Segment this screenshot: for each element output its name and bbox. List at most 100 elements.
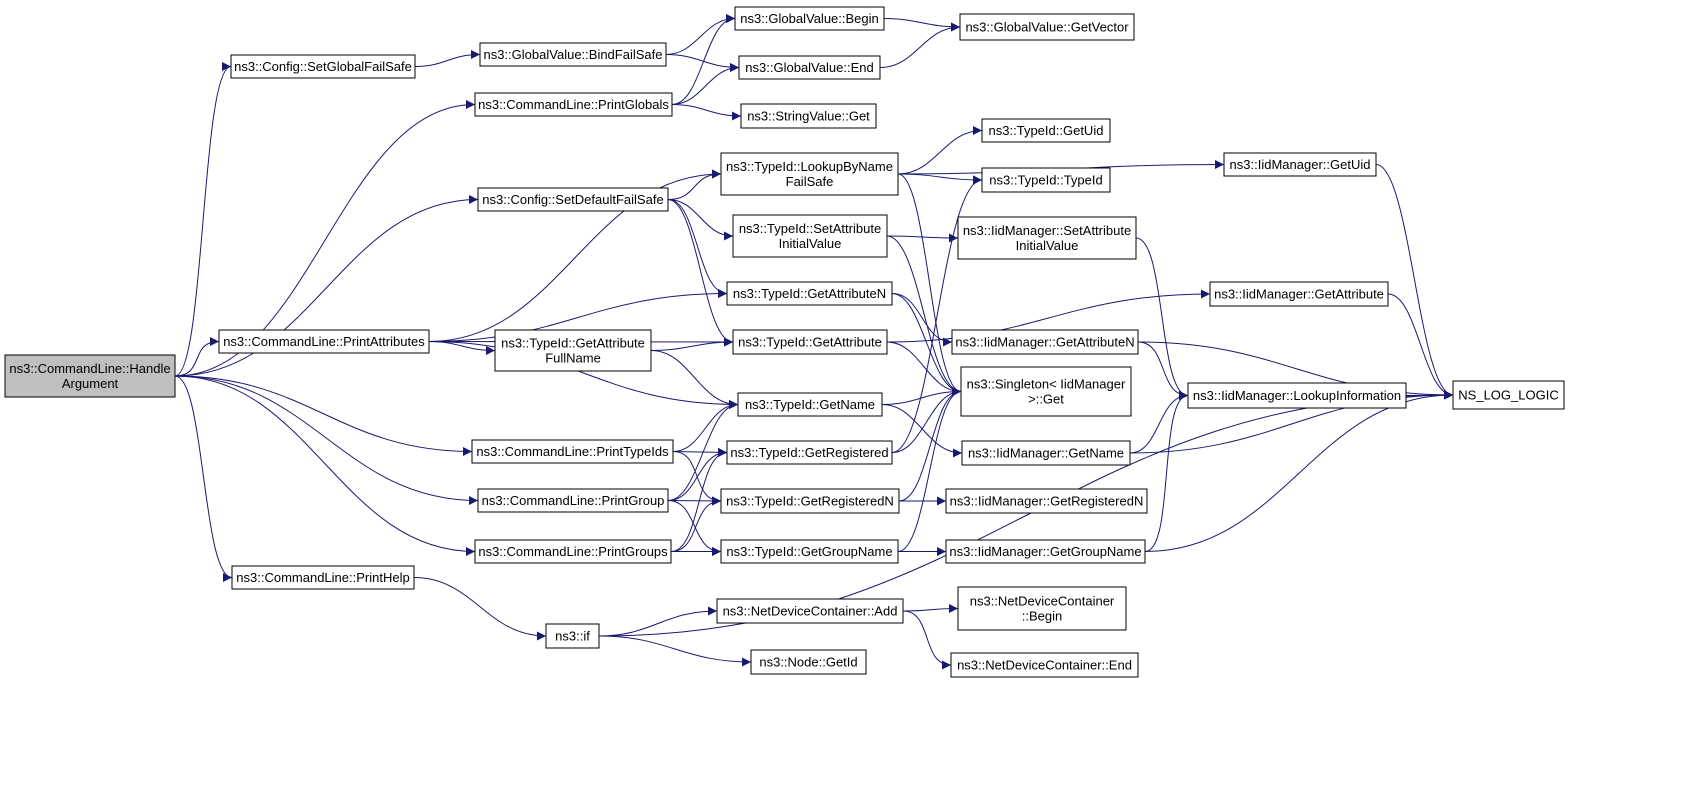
node-print-typeids[interactable]: ns3::CommandLine::PrintTypeIds <box>471 439 674 464</box>
node-typeid-get-attribute[interactable]: ns3::TypeId::GetAttribute <box>732 329 888 355</box>
edge-print-attributes-to-lookup-by-name-failsafe <box>428 169 722 342</box>
edge-typeid-getname-to-singleton-get <box>881 387 962 405</box>
node-label: NS_LOG_LOGIC <box>1458 388 1558 403</box>
edge-ns3-if-to-node-getid <box>598 635 752 667</box>
node-print-attributes[interactable]: ns3::CommandLine::PrintAttributes <box>218 329 430 354</box>
node-box <box>1452 380 1565 410</box>
node-typeid-getgroupname[interactable]: ns3::TypeId::GetGroupName <box>720 539 899 564</box>
edge-print-group-to-typeid-getgroupname <box>667 500 722 556</box>
node-label: Argument <box>62 376 119 391</box>
edge-iid-getgroupname-to-iid-lookup-info <box>1144 391 1189 552</box>
node-box <box>737 392 883 417</box>
node-label: ns3::TypeId::GetAttribute <box>501 336 645 351</box>
edge-iid-set-attr-initial-to-iid-lookup-info <box>1135 237 1189 400</box>
node-label: ns3::GlobalValue::End <box>745 60 873 75</box>
node-box <box>1187 382 1407 409</box>
node-ndc-begin[interactable]: ns3::NetDeviceContainer::Begin <box>957 586 1127 631</box>
edge-handle-argument-to-set-global-failsafe <box>174 62 232 377</box>
node-stringvalue-get[interactable]: ns3::StringValue::Get <box>740 103 877 129</box>
node-singleton-get[interactable]: ns3::Singleton< IidManager>::Get <box>960 366 1132 417</box>
node-iid-getregistered-n[interactable]: ns3::IidManager::GetRegisteredN <box>945 488 1148 514</box>
node-box <box>716 598 904 624</box>
edge-print-typeids-to-typeid-getregistered-n <box>672 451 722 506</box>
node-label: ::Begin <box>1022 609 1062 624</box>
edge-set-default-failsafe-to-lookup-by-name-failsafe <box>667 169 722 200</box>
edge-iid-getattribute-n-to-iid-lookup-info <box>1137 341 1189 400</box>
node-print-group[interactable]: ns3::CommandLine::PrintGroup <box>477 488 669 513</box>
edge-bind-failsafe-to-gv-begin <box>665 14 736 55</box>
node-box <box>477 187 669 212</box>
node-label: FullName <box>545 351 601 366</box>
node-typeid-getregistered-n[interactable]: ns3::TypeId::GetRegisteredN <box>720 488 900 514</box>
node-label: ns3::TypeId::GetName <box>745 397 875 412</box>
node-bind-failsafe[interactable]: ns3::GlobalValue::BindFailSafe <box>479 42 667 67</box>
node-ns3-if[interactable]: ns3::if <box>545 623 600 649</box>
node-box <box>545 623 600 649</box>
node-label: ns3::IidManager::GetGroupName <box>949 544 1141 559</box>
edge-print-group-to-typeid-getregistered-n <box>667 496 722 506</box>
node-label: >::Get <box>1028 392 1064 407</box>
node-print-globals[interactable]: ns3::CommandLine::PrintGlobals <box>474 92 673 117</box>
node-label: ns3::CommandLine::Handle <box>9 361 170 376</box>
node-ndc-add[interactable]: ns3::NetDeviceContainer::Add <box>716 598 904 624</box>
node-node-getid[interactable]: ns3::Node::GetId <box>750 649 867 675</box>
node-print-groups[interactable]: ns3::CommandLine::PrintGroups <box>474 539 672 564</box>
node-box <box>4 354 176 398</box>
node-box <box>945 488 1148 514</box>
node-box <box>474 92 673 117</box>
node-box <box>740 103 877 129</box>
edge-ndc-add-to-ndc-begin <box>902 604 959 614</box>
edge-ndc-add-to-ndc-end <box>902 610 952 670</box>
node-box <box>230 54 416 79</box>
edge-typeid-getgroupname-to-singleton-get <box>897 387 962 552</box>
node-ndc-end[interactable]: ns3::NetDeviceContainer::End <box>950 652 1139 678</box>
edge-bind-failsafe-to-gv-end <box>665 54 740 72</box>
node-iid-lookup-info[interactable]: ns3::IidManager::LookupInformation <box>1187 382 1407 409</box>
node-box <box>732 214 888 258</box>
node-gv-begin[interactable]: ns3::GlobalValue::Begin <box>734 6 885 31</box>
edge-typeid-get-attribute-to-iid-getattribute <box>886 289 1211 343</box>
node-box <box>959 13 1135 41</box>
edge-handle-argument-to-print-typeids <box>174 375 473 456</box>
node-box <box>750 649 867 675</box>
node-label: ns3::TypeId::GetAttribute <box>738 335 882 350</box>
node-iid-getattribute[interactable]: ns3::IidManager::GetAttribute <box>1209 281 1389 307</box>
node-box <box>477 488 669 513</box>
node-typeid-getuid[interactable]: ns3::TypeId::GetUid <box>981 118 1111 143</box>
node-typeid-getregistered[interactable]: ns3::TypeId::GetRegistered <box>726 440 893 465</box>
node-typeid-getname[interactable]: ns3::TypeId::GetName <box>737 392 883 417</box>
node-box <box>726 440 893 465</box>
node-label: ns3::Config::SetGlobalFailSafe <box>234 59 412 74</box>
edge-iid-getattribute-to-ns-log-logic <box>1387 293 1454 400</box>
node-box <box>951 329 1139 355</box>
node-label: ns3::GlobalValue::Begin <box>740 11 879 26</box>
node-iid-getattribute-n[interactable]: ns3::IidManager::GetAttributeN <box>951 329 1139 355</box>
node-box <box>957 216 1137 260</box>
node-iid-getname[interactable]: ns3::IidManager::GetName <box>961 440 1131 466</box>
node-ns-log-logic[interactable]: NS_LOG_LOGIC <box>1452 380 1565 410</box>
edge-iid-getuid-to-ns-log-logic <box>1375 164 1454 400</box>
node-label: ns3::NetDeviceContainer <box>970 594 1115 609</box>
edge-print-globals-to-gv-begin <box>671 14 736 105</box>
node-typeid-get-attribute-n[interactable]: ns3::TypeId::GetAttributeN <box>726 281 893 306</box>
node-set-default-failsafe[interactable]: ns3::Config::SetDefaultFailSafe <box>477 187 669 212</box>
edge-handle-argument-to-print-group <box>174 375 479 505</box>
node-iid-getgroupname[interactable]: ns3::IidManager::GetGroupName <box>945 539 1146 564</box>
node-typeid-typeid[interactable]: ns3::TypeId::TypeId <box>981 167 1111 193</box>
edge-set-default-failsafe-to-typeid-get-attribute-n <box>667 199 728 298</box>
node-set-global-failsafe[interactable]: ns3::Config::SetGlobalFailSafe <box>230 54 416 79</box>
node-gv-getvector[interactable]: ns3::GlobalValue::GetVector <box>959 13 1135 41</box>
node-iid-getuid[interactable]: ns3::IidManager::GetUid <box>1223 152 1377 177</box>
node-box <box>471 439 674 464</box>
node-box <box>218 329 430 354</box>
node-label: ns3::IidManager::GetUid <box>1230 157 1371 172</box>
node-box <box>960 366 1132 417</box>
node-iid-set-attr-initial[interactable]: ns3::IidManager::SetAttributeInitialValu… <box>957 216 1137 260</box>
node-print-help[interactable]: ns3::CommandLine::PrintHelp <box>231 565 415 590</box>
node-gv-end[interactable]: ns3::GlobalValue::End <box>738 55 881 80</box>
